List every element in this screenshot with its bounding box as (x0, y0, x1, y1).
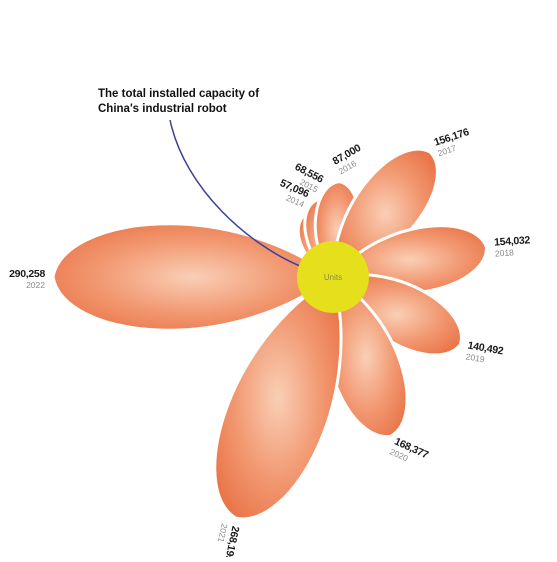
center-disc (297, 241, 369, 313)
year-label-2022: 2022 (26, 280, 45, 290)
value-label-2018: 154,032 (494, 234, 531, 248)
chart-title-line-1: The total installed capacity of (98, 88, 259, 100)
year-label-2019: 2019 (465, 351, 486, 364)
year-label-2018: 2018 (495, 247, 515, 258)
year-label-2021: 2021 (216, 523, 230, 544)
center-unit-label: Units (324, 273, 342, 282)
chart-title-line-2: China's industrial robot (98, 103, 227, 115)
petal-2021 (213, 274, 343, 521)
title-pointer-line (169, 119, 301, 267)
petals-layer (51, 147, 489, 521)
value-label-2022: 290,258 (9, 268, 45, 280)
petal-2022 (51, 222, 336, 332)
